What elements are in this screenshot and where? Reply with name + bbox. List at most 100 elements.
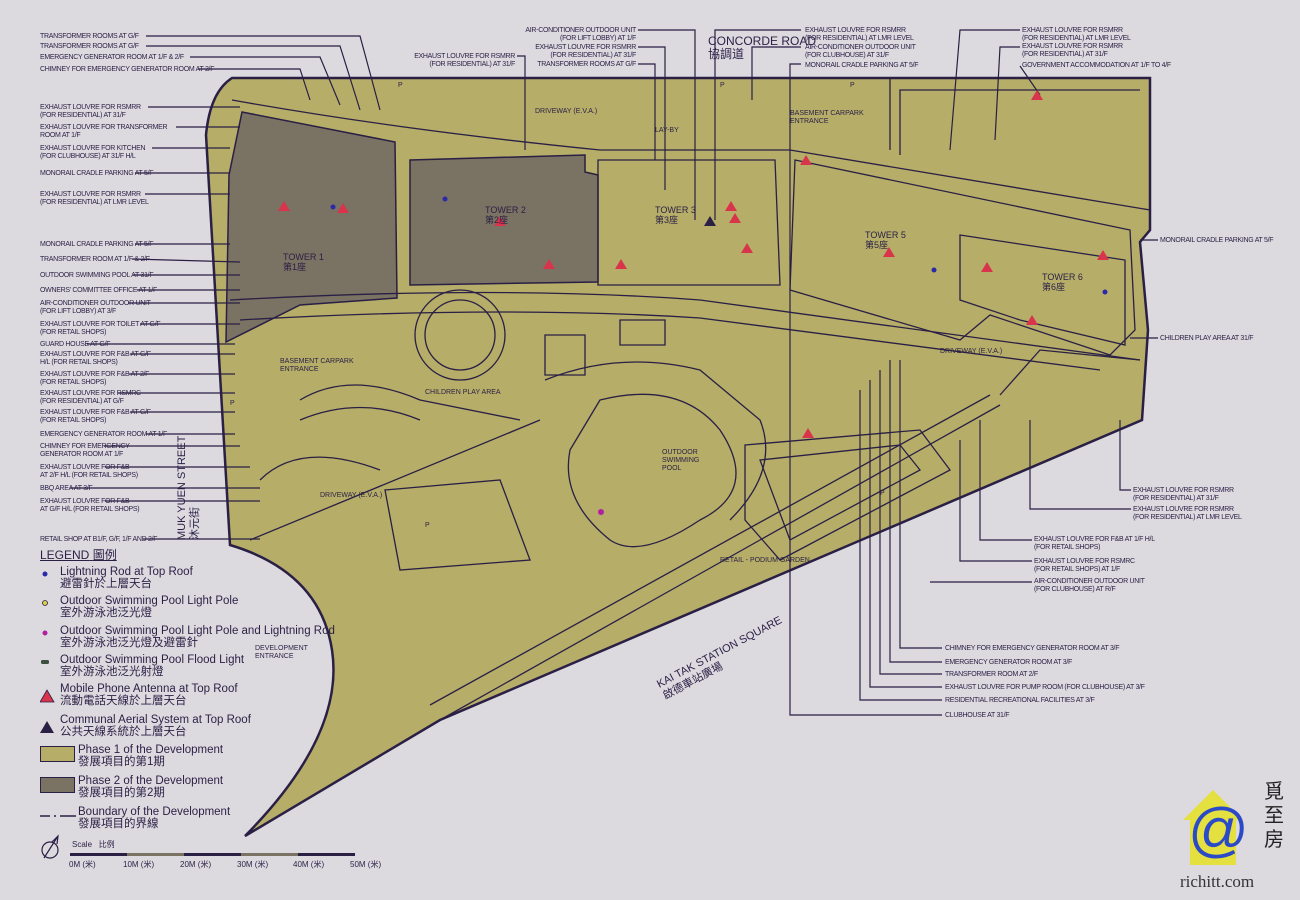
label-line: TRANSFORMER ROOM AT 1/F & 2/F bbox=[40, 256, 150, 263]
label-line: EXHAUST LOUVRE FOR RSMRR bbox=[40, 104, 141, 111]
road-name-en: MUK YUEN STREET bbox=[176, 435, 188, 540]
legend-label: Outdoor Swimming Pool Light Pole bbox=[60, 595, 239, 607]
legend-label: Boundary of the Development bbox=[78, 806, 231, 818]
scale-tick: 20M (米) bbox=[180, 860, 212, 869]
scale-label-en: Scale bbox=[72, 840, 93, 849]
annotation-label: EXHAUST LOUVRE FOR RSMRR(FOR RESIDENTIAL… bbox=[40, 191, 149, 207]
label-line: (FOR RETAIL SHOPS) bbox=[40, 379, 107, 386]
tower-name-zh: 第3座 bbox=[655, 215, 679, 225]
label-line: CHIMNEY FOR EMERGENCY GENERATOR ROOM AT … bbox=[40, 66, 215, 73]
label-line: DEVELOPMENT bbox=[255, 645, 308, 652]
annotation-label: CLUBHOUSE AT 31/F bbox=[945, 712, 1010, 720]
label-line: EXHAUST LOUVRE FOR PUMP ROOM (FOR CLUBHO… bbox=[945, 684, 1145, 691]
tower-name: TOWER 1 bbox=[283, 252, 324, 262]
label-line: EXHAUST LOUVRE FOR RSMRR bbox=[40, 191, 141, 198]
legend-label: Phase 2 of the Development bbox=[78, 775, 224, 787]
legend-label: Phase 1 of the Development bbox=[78, 744, 224, 756]
label-line: EMERGENCY GENERATOR ROOM AT 1/F & 2/F bbox=[40, 54, 184, 61]
road-name-en: CONCORDE ROAD bbox=[708, 34, 817, 48]
parking-mark: P bbox=[850, 82, 855, 89]
tower-name: TOWER 5 bbox=[865, 230, 906, 240]
legend-label-zh: 流動電話天線於上層天台 bbox=[60, 695, 187, 707]
label-line: CLUBHOUSE AT 31/F bbox=[945, 712, 1010, 719]
annotation-label: AIR-CONDITIONER OUTDOOR UNIT(FOR LIFT LO… bbox=[40, 300, 151, 316]
annotation-label: MONORAIL CRADLE PARKING AT 5/F bbox=[1160, 237, 1274, 245]
watermark-site: richitt.com bbox=[1180, 872, 1255, 891]
legend-label-zh: 發展項目的第1期 bbox=[78, 756, 165, 768]
label-line: ROOM AT 1/F bbox=[40, 132, 81, 139]
scale-label: Scale 比例 bbox=[72, 839, 115, 850]
tower-name-zh: 第1座 bbox=[283, 262, 307, 272]
house-at-logo-icon: @ bbox=[1183, 790, 1249, 865]
label-line: AT 2/F H/L (FOR RETAIL SHOPS) bbox=[40, 472, 138, 479]
road-name-zh: 沐元街 bbox=[189, 507, 201, 540]
pool-light-lightning-marker bbox=[598, 509, 604, 515]
label-line: BBQ AREA AT 3/F bbox=[40, 485, 93, 492]
annotation-label: EXHAUST LOUVRE FOR RSMRR(FOR RESIDENTIAL… bbox=[535, 44, 636, 60]
pool-light-lightning-icon bbox=[42, 630, 48, 636]
annotation-label: CHILDREN PLAY AREA AT 31/F bbox=[1160, 335, 1254, 343]
annotation-label: RESIDENTIAL RECREATIONAL FACILITIES AT 3… bbox=[945, 697, 1095, 705]
scale-bar bbox=[70, 853, 355, 856]
legend-label: Lightning Rod at Top Roof bbox=[60, 566, 193, 578]
label-line: EXHAUST LOUVRE FOR F&B bbox=[40, 464, 130, 471]
annotation-label: MONORAIL CRADLE PARKING AT 5/F bbox=[40, 241, 154, 249]
annotation-label: AIR-CONDITIONER OUTDOOR UNIT(FOR LIFT LO… bbox=[525, 27, 636, 43]
label-line: EXHAUST LOUVRE FOR F&B AT 1/F H/L bbox=[1034, 536, 1155, 543]
annotation-label: MONORAIL CRADLE PARKING AT 5/F bbox=[40, 170, 154, 178]
watermark-logo: @ 覓至房 richitt.com bbox=[1178, 780, 1293, 895]
legend-label: Communal Aerial System at Top Roof bbox=[60, 714, 251, 726]
parking-mark: P bbox=[398, 82, 403, 89]
annotation-label: EXHAUST LOUVRE FOR RSMRR(FOR RESIDENTIAL… bbox=[1133, 506, 1242, 522]
legend-label-zh: 室外游泳池泛光燈及避雷針 bbox=[60, 637, 198, 649]
tower-name-zh: 第5座 bbox=[865, 240, 889, 250]
annotation-label: AIR-CONDITIONER OUTDOOR UNIT(FOR CLUBHOU… bbox=[1034, 578, 1145, 594]
label-line: EXHAUST LOUVRE FOR F&B AT G/F bbox=[40, 409, 151, 416]
north-arrow-icon bbox=[41, 834, 59, 859]
label-line: ENTRANCE bbox=[255, 653, 294, 660]
annotation-label: OWNERS' COMMITTEE OFFICE AT 1/F bbox=[40, 287, 157, 295]
label-line: CHIMNEY FOR EMERGENCY GENERATOR ROOM AT … bbox=[945, 645, 1120, 652]
parking-mark: P bbox=[230, 400, 235, 407]
drive-lines bbox=[229, 291, 1141, 371]
tower-name-zh: 第2座 bbox=[485, 215, 509, 225]
label-line: EXHAUST LOUVRE FOR F&B AT G/F bbox=[40, 351, 151, 358]
svg-text:@: @ bbox=[1188, 796, 1249, 863]
mobile-antenna-markers bbox=[278, 90, 1109, 438]
tower-name: TOWER 2 bbox=[485, 205, 526, 215]
label-line: (FOR CLUBHOUSE) AT R/F bbox=[1034, 586, 1116, 593]
scale-tick: 10M (米) bbox=[123, 860, 155, 869]
label-line: AT G/F H/L (FOR RETAIL SHOPS) bbox=[40, 506, 140, 513]
podium-garden-label: RETAIL - PODIUM GARDEN bbox=[720, 557, 810, 564]
label-line: (FOR RESIDENTIAL) AT LMR LEVEL bbox=[40, 199, 149, 206]
communal-aerial-marker bbox=[704, 216, 716, 226]
label-line: EXHAUST LOUVRE FOR RSMRC bbox=[1034, 558, 1135, 565]
scale-tick: 50M (米) bbox=[350, 860, 382, 869]
legend-label-zh: 避雷針於上層天台 bbox=[60, 578, 152, 590]
label-line: EMERGENCY GENERATOR ROOM AT 3/F bbox=[945, 659, 1072, 666]
lightning-rod-icon bbox=[42, 571, 48, 577]
annotation-label: TRANSFORMER ROOMS AT G/F bbox=[40, 33, 139, 41]
annotation-label: CHIMNEY FOR EMERGENCY GENERATOR ROOM AT … bbox=[40, 66, 214, 74]
scale-label-zh: 比例 bbox=[98, 840, 115, 849]
label-line: EXHAUST LOUVRE FOR KITCHEN bbox=[40, 145, 146, 152]
label-line: EXHAUST LOUVRE FOR RSMRR bbox=[1022, 27, 1123, 34]
label-line: CHILDREN PLAY AREA AT 31/F bbox=[1160, 335, 1254, 342]
label-line: EMERGENCY GENERATOR ROOM AT 1/F bbox=[40, 431, 167, 438]
legend-title: LEGEND 圖例 bbox=[40, 546, 117, 563]
tower6-outline bbox=[959, 234, 1126, 346]
label-line: (FOR RESIDENTIAL) AT G/F bbox=[40, 398, 124, 405]
label-line: (FOR RESIDENTIAL) AT LMR LEVEL bbox=[805, 35, 914, 42]
annotation-label: TRANSFORMER ROOM AT 2/F bbox=[945, 671, 1038, 679]
annotation-label: EXHAUST LOUVRE FOR KITCHEN(FOR CLUBHOUSE… bbox=[40, 145, 146, 161]
